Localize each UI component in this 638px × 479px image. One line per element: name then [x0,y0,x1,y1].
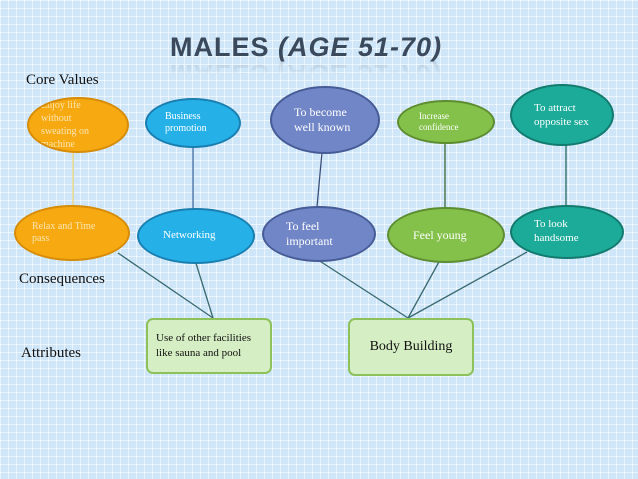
title-main: MALES [170,32,279,62]
consequence-feel-young-text: Feel young [413,227,467,242]
consequence-look-handsome: To look handsome [510,205,624,259]
link-relax-facilities [117,252,214,319]
consequence-feel-important-text: To feel important [286,219,333,248]
consequence-feel-important: To feel important [262,206,376,262]
link-handsome-bodybuilding [407,251,528,319]
attribute-facilities-text: Use of other facilities like sauna and p… [156,332,251,359]
attributes-label: Attributes [21,345,81,361]
core-value-well-known: To become well known [270,86,380,154]
title-paren: (AGE 51-70) [278,32,443,62]
consequence-relax: Relax and Time pass [14,205,130,261]
core-value-enjoy-life: Enjoy life without sweating on machine [27,97,129,153]
page-title: MALES (AGE 51-70) MALES (AGE 51-70) [170,32,443,89]
link-wellknown-important [316,151,323,208]
consequence-feel-young: Feel young [387,207,505,263]
core-value-attract: To attract opposite sex [510,84,614,146]
link-networking-facilities [194,259,214,319]
core-value-confidence: Increase confidence [397,100,495,144]
core-value-enjoy-life-text: Enjoy life without sweating on machine [41,100,90,150]
core-value-well-known-text: To become well known [294,105,351,134]
consequences-label: Consequences [19,271,105,287]
core-value-confidence-text: Increase confidence [419,110,459,132]
attribute-facilities: Use of other facilities like sauna and p… [146,318,272,374]
consequence-networking: Networking [137,208,255,264]
consequence-relax-text: Relax and Time pass [32,220,96,245]
attribute-body-building-text: Body Building [369,339,453,354]
core-value-business-promotion-text: Business promotion [165,110,207,135]
consequence-look-handsome-text: To look handsome [534,218,579,244]
attribute-body-building: Body Building [348,318,474,376]
core-value-attract-text: To attract opposite sex [534,101,589,128]
core-values-label: Core Values [26,72,99,88]
link-important-bodybuilding [314,257,409,319]
link-young-bodybuilding [407,259,441,319]
consequence-networking-text: Networking [163,229,216,242]
core-value-business-promotion: Business promotion [145,98,241,148]
